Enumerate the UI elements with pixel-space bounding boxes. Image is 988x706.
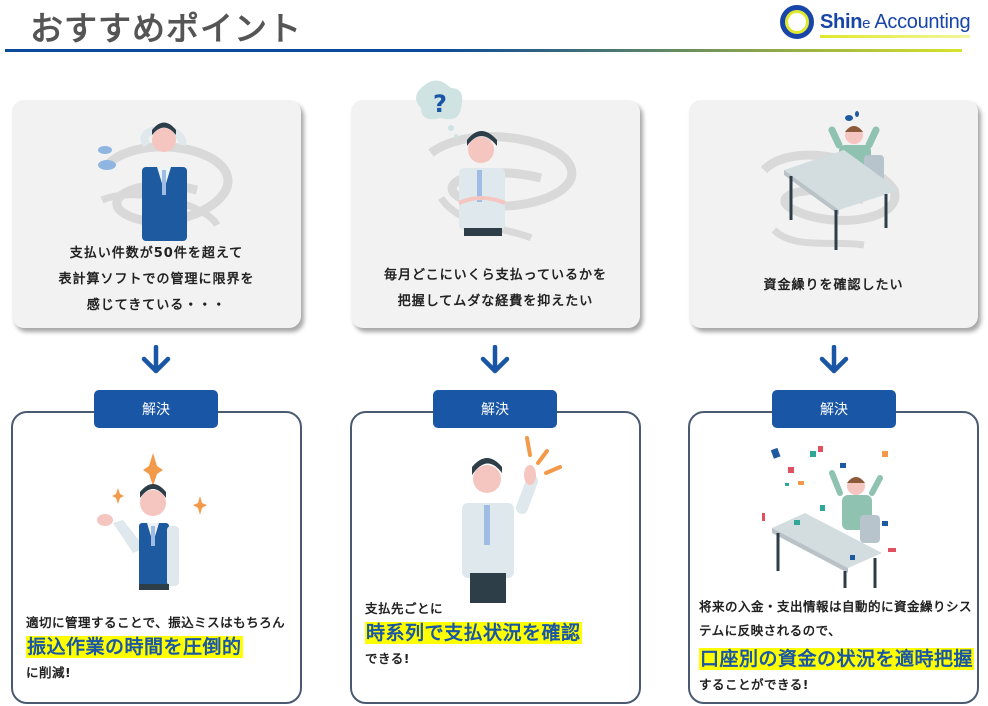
logo-ring-icon — [780, 5, 814, 39]
celebrating-desk-worker-icon — [762, 446, 896, 588]
problem-line: 感じてきている・・・ — [86, 298, 227, 313]
problem-line: 資金繰りを確認したい — [763, 278, 904, 293]
solution-after: することができる! — [699, 677, 809, 692]
problem-card-1: 支払い件数が50件を超えて 表計算ソフトでの管理に限界を 感じてきている・・・ — [12, 100, 301, 328]
problem-card-2: ? 毎月どこにいくら支払っているかを 把握してムダな経費を抑えたい — [351, 80, 640, 328]
problem-text-3: 資金繰りを確認したい — [689, 273, 978, 299]
worried-desk-worker-icon — [760, 111, 900, 250]
solution-highlight: 振込作業の時間を圧倒的 — [26, 636, 243, 658]
solution-before: 将来の入金・支出情報は自動的に資金繰りシステムに反映されるので、 — [699, 599, 973, 638]
problem-text-1: 支払い件数が50件を超えて 表計算ソフトでの管理に限界を 感じてきている・・・ — [12, 241, 301, 319]
confused-businessman-icon: ? — [416, 80, 577, 242]
solution-after: できる! — [365, 651, 410, 666]
arrow-down-icon — [480, 345, 510, 374]
solution-text-2: 支払先ごとに 時系列で支払状況を確認 できる! — [365, 597, 627, 671]
solution-highlight: 口座別の資金の状況を適時把握 — [699, 648, 975, 670]
problem-card-3: 資金繰りを確認したい — [689, 100, 978, 328]
solution-text-3: 将来の入金・支出情報は自動的に資金繰りシステムに反映されるので、 口座別の資金の… — [699, 595, 979, 697]
logo-text: Shine Accounting — [820, 10, 971, 38]
solution-before: 適切に管理することで、振込ミスはもちろん — [26, 615, 286, 630]
logo-underline — [820, 34, 971, 38]
problem-line: 支払い件数が50件を超えて — [69, 246, 244, 261]
stressed-businessman-icon — [98, 122, 233, 241]
problem-line: 表計算ソフトでの管理に限界を — [58, 272, 255, 287]
logo-text-e: e — [862, 14, 871, 32]
solve-badge-3: 解決 — [772, 390, 896, 428]
solve-badge-2: 解決 — [433, 390, 557, 428]
solution-after: に削減! — [26, 665, 72, 680]
header-rule — [5, 49, 962, 52]
waving-businessman-icon — [462, 436, 562, 603]
arrow-down-icon — [141, 345, 171, 374]
solution-box-3: 将来の入金・支出情報は自動的に資金繰りシステムに反映されるので、 口座別の資金の… — [688, 411, 979, 704]
problem-line: 把握してムダな経費を抑えたい — [397, 294, 594, 309]
solve-badge-1: 解決 — [94, 390, 218, 428]
problem-line: 毎月どこにいくら支払っているかを — [384, 268, 607, 283]
happy-businessman-icon — [97, 453, 207, 590]
solution-box-2: 支払先ごとに 時系列で支払状況を確認 できる! — [350, 411, 641, 704]
logo-text-rest: Accounting — [870, 10, 971, 33]
solution-before: 支払先ごとに — [365, 601, 444, 616]
arrow-down-icon — [819, 345, 849, 374]
solution-box-1: 適切に管理することで、振込ミスはもちろん振込作業の時間を圧倒的 に削減! — [11, 411, 302, 704]
logo-text-bold: Shin — [820, 10, 863, 33]
logo: Shine Accounting — [780, 5, 971, 39]
svg-text:?: ? — [433, 90, 447, 118]
page-title: おすすめポイント — [30, 9, 302, 48]
solution-highlight: 時系列で支払状況を確認 — [365, 622, 582, 644]
solution-text-1: 適切に管理することで、振込ミスはもちろん振込作業の時間を圧倒的 に削減! — [26, 611, 288, 685]
problem-text-2: 毎月どこにいくら支払っているかを 把握してムダな経費を抑えたい — [351, 263, 640, 315]
